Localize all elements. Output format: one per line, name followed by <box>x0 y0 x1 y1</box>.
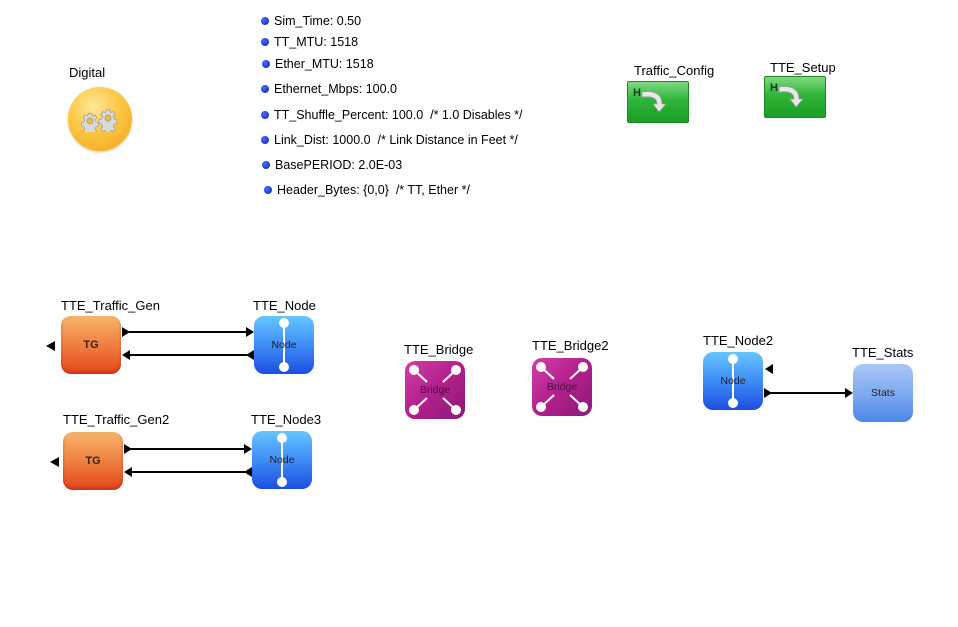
param-text: Link_Dist: 1000.0 /* Link Distance in Fe… <box>274 133 518 147</box>
param-sim-time[interactable]: Sim_Time: 0.50 <box>261 14 361 28</box>
tg-output-port-icon[interactable] <box>46 341 55 351</box>
bridge-ports-icon <box>536 362 588 412</box>
node-port-icon <box>277 433 287 443</box>
tte-node2-block[interactable]: Node <box>703 352 763 410</box>
wire-node-to-tg[interactable] <box>122 350 254 360</box>
wire-node3-to-tg2[interactable] <box>124 467 252 477</box>
hierarchical-block-icon: H <box>633 87 667 113</box>
hierarchical-block-icon: H <box>770 82 804 108</box>
output-port-icon <box>244 467 252 477</box>
block-text: Bridge <box>419 384 451 396</box>
node-rail-icon <box>283 321 285 369</box>
svg-text:H: H <box>770 82 778 94</box>
block-text: Node <box>720 375 746 387</box>
block-text: Stats <box>871 387 895 399</box>
param-text: Ether_MTU: 1518 <box>275 57 374 71</box>
block-text: TG <box>83 339 99 351</box>
digital-label: Digital <box>69 65 106 80</box>
tte-stats-label: TTE_Stats <box>852 345 914 360</box>
gears-icon <box>81 109 118 132</box>
output-port-icon <box>764 388 772 398</box>
wire-tg-to-node[interactable] <box>122 327 254 337</box>
node-port-icon <box>277 477 287 487</box>
tte-bridge-block[interactable]: Bridge <box>405 361 465 419</box>
output-port-icon <box>246 350 254 360</box>
block-text: Node <box>271 339 297 351</box>
tte-stats-block[interactable]: Stats <box>853 364 913 422</box>
block-text: Node <box>269 454 295 466</box>
traffic-config-label: Traffic_Config <box>634 63 715 78</box>
tte-setup-block[interactable]: H <box>764 76 826 118</box>
tg2-output-port-icon[interactable] <box>50 457 59 467</box>
bullet-icon <box>261 111 269 119</box>
param-baseperiod[interactable]: BasePERIOD: 2.0E-03 <box>262 158 402 172</box>
tte-bridge2-label: TTE_Bridge2 <box>532 338 609 353</box>
node2-input-port-icon[interactable] <box>765 364 773 374</box>
node-port-icon <box>728 354 738 364</box>
param-text: Sim_Time: 0.50 <box>274 14 362 28</box>
traffic-config-block[interactable]: H <box>627 81 689 123</box>
output-port-icon <box>124 444 132 454</box>
bullet-icon <box>261 17 269 25</box>
tte-node2-label: TTE_Node2 <box>703 333 774 348</box>
param-link-dist[interactable]: Link_Dist: 1000.0 /* Link Distance in Fe… <box>261 133 518 147</box>
tte-node-block[interactable]: Node <box>254 316 314 374</box>
param-text: Ethernet_Mbps: 100.0 <box>274 82 397 96</box>
input-arrow-icon <box>246 327 254 337</box>
bullet-icon <box>261 38 269 46</box>
node-port-icon <box>279 362 289 372</box>
tte-bridge2-block[interactable]: Bridge <box>532 358 592 416</box>
block-text: TG <box>85 455 101 467</box>
tte-setup-label: TTE_Setup <box>770 60 836 75</box>
tte-traffic-gen2-label: TTE_Traffic_Gen2 <box>63 412 170 427</box>
param-tt-shuffle-percent[interactable]: TT_Shuffle_Percent: 100.0 /* 1.0 Disable… <box>261 108 523 122</box>
tte-node3-block[interactable]: Node <box>252 431 312 489</box>
block-text: Bridge <box>546 381 578 393</box>
output-port-icon <box>122 327 130 337</box>
node-rail-icon <box>732 357 734 405</box>
bullet-icon <box>261 136 269 144</box>
bullet-icon <box>262 60 270 68</box>
node-port-icon <box>279 318 289 328</box>
wire-tg2-to-node3[interactable] <box>124 444 252 454</box>
tte-traffic-gen-label: TTE_Traffic_Gen <box>61 298 160 313</box>
input-arrow-icon <box>244 444 252 454</box>
digital-block[interactable] <box>68 87 132 151</box>
param-text: BasePERIOD: 2.0E-03 <box>275 158 403 172</box>
param-text: TT_MTU: 1518 <box>274 35 359 49</box>
tte-traffic-gen2-block[interactable]: TG <box>63 432 123 490</box>
tte-bridge-label: TTE_Bridge <box>404 342 474 357</box>
param-header-bytes[interactable]: Header_Bytes: {0,0} /* TT, Ether */ <box>264 183 470 197</box>
bullet-icon <box>261 85 269 93</box>
svg-text:H: H <box>633 87 641 99</box>
bridge-ports-icon <box>409 365 461 415</box>
node-rail-icon <box>281 436 283 484</box>
input-arrow-icon <box>845 388 853 398</box>
input-arrow-icon <box>122 350 130 360</box>
node-port-icon <box>728 398 738 408</box>
bullet-icon <box>264 186 272 194</box>
param-ether-mtu[interactable]: Ether_MTU: 1518 <box>262 57 374 71</box>
wire-node2-to-stats[interactable] <box>764 388 853 398</box>
bullet-icon <box>262 161 270 169</box>
tte-node3-label: TTE_Node3 <box>251 412 322 427</box>
param-ethernet-mbps[interactable]: Ethernet_Mbps: 100.0 <box>261 82 397 96</box>
param-text: Header_Bytes: {0,0} /* TT, Ether */ <box>277 183 470 197</box>
param-text: TT_Shuffle_Percent: 100.0 /* 1.0 Disable… <box>274 108 523 122</box>
input-arrow-icon <box>124 467 132 477</box>
tte-traffic-gen-block[interactable]: TG <box>61 316 121 374</box>
tte-node-label: TTE_Node <box>253 298 316 313</box>
param-tt-mtu[interactable]: TT_MTU: 1518 <box>261 35 358 49</box>
